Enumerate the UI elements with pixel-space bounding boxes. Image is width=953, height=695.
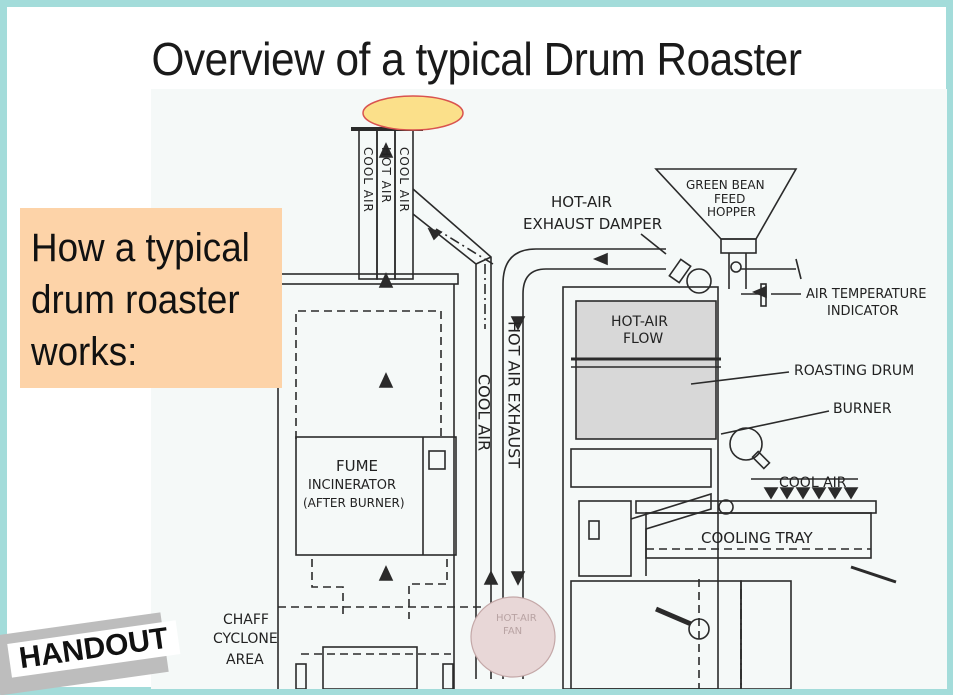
label-hopper-3: HOPPER: [707, 205, 756, 219]
label-chaff-1: CHAFF: [223, 612, 269, 628]
pointer-lines: [640, 233, 858, 480]
label-hot-air-flow-2: FLOW: [623, 331, 663, 347]
hot-air-fan-cloud: [470, 596, 556, 678]
callout-line-2: drum roaster: [31, 278, 240, 322]
roaster-body: [562, 286, 877, 689]
label-air-temp-1: AIR TEMPERATURE: [806, 287, 926, 302]
smoke-cloud: [362, 95, 464, 131]
label-hot-air-exhaust: HOT AIR EXHAUST: [505, 321, 524, 468]
hot-air-exhaust-duct: [502, 248, 666, 679]
label-fume-2: INCINERATOR: [308, 478, 396, 493]
label-roasting-drum: ROASTING DRUM: [794, 363, 914, 379]
label-cool-air-tray: COOL AIR: [779, 475, 847, 491]
label-fan-2: FAN: [503, 626, 522, 637]
label-air-temp-2: INDICATOR: [827, 304, 899, 319]
damper-and-fans: [668, 258, 897, 584]
label-damper-2: EXHAUST DAMPER: [523, 215, 662, 233]
label-cool-air-duct: COOL AIR: [475, 374, 494, 451]
label-hopper-1: GREEN BEAN: [686, 178, 765, 192]
label-stack-left: COOL AIR: [361, 147, 375, 213]
callout-box: How a typical drum roaster works:: [20, 208, 282, 388]
drum-roaster-diagram: COOL AIR HOT AIR COOL AIR HOT-AIR EXHAUS…: [151, 89, 947, 689]
label-stack-right: COOL AIR: [397, 147, 411, 213]
flow-arrows: [378, 142, 859, 586]
label-hopper-2: FEED: [714, 192, 745, 206]
callout-line-1: How a typical: [31, 226, 250, 270]
label-fan-1: HOT-AIR: [496, 613, 537, 624]
callout-line-3: works:: [31, 330, 138, 374]
label-hot-air-flow-1: HOT-AIR: [611, 314, 668, 330]
label-cooling-tray: COOLING TRAY: [701, 529, 814, 547]
label-fume-1: FUME: [336, 457, 378, 475]
label-chaff-2: CYCLONE: [213, 631, 278, 647]
label-damper-1: HOT-AIR: [551, 193, 612, 211]
label-chaff-3: AREA: [226, 652, 264, 668]
label-burner: BURNER: [833, 401, 892, 417]
feed-hopper: [654, 168, 798, 289]
callout-text: How a typical drum roaster works:: [31, 222, 250, 378]
diagram-svg: COOL AIR HOT AIR COOL AIR HOT-AIR EXHAUS…: [213, 95, 926, 689]
label-stack-middle: HOT AIR: [379, 147, 393, 204]
label-fume-3: (AFTER BURNER): [303, 496, 405, 510]
slide-title: Overview of a typical Drum Roaster: [151, 33, 802, 85]
